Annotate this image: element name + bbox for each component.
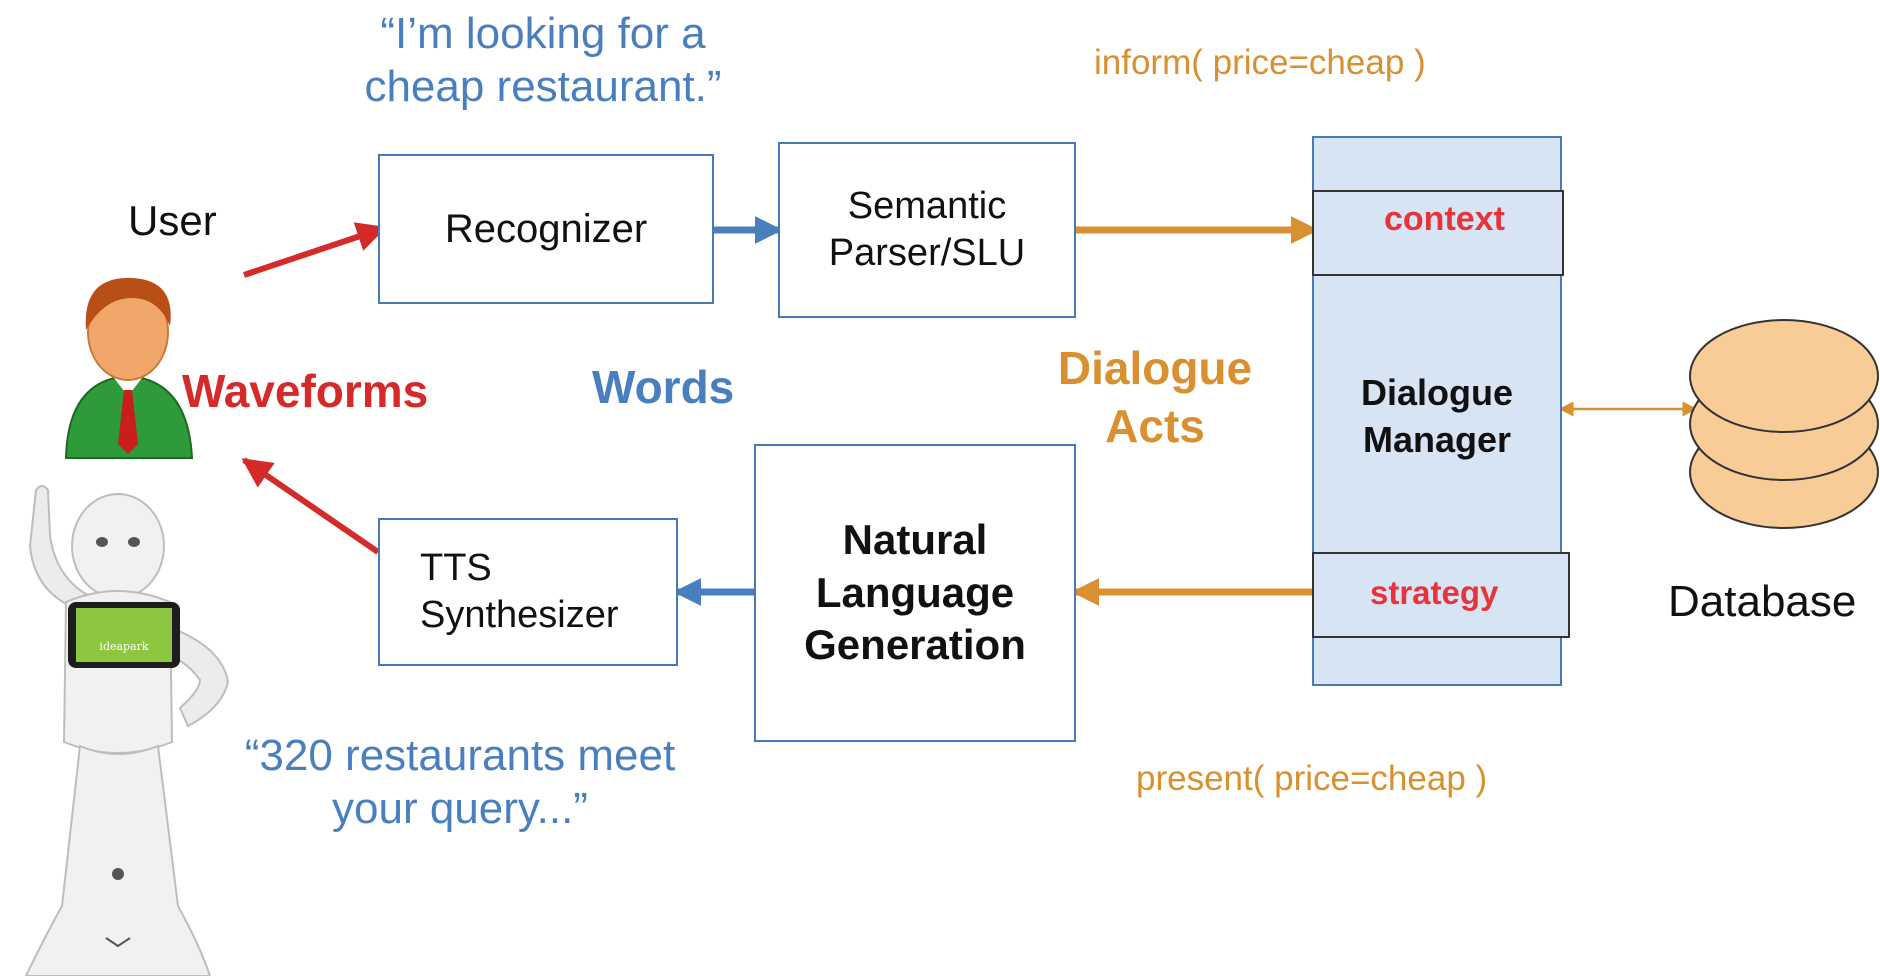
nlg-box: Natural Language Generation: [754, 444, 1076, 742]
context-module: context: [1312, 190, 1564, 276]
user-avatar-icon: [64, 277, 194, 459]
recognizer-label: Recognizer: [444, 207, 648, 251]
database-icon: [1689, 319, 1879, 529]
tts-synthesizer-label: TTS Synthesizer: [420, 546, 619, 637]
user-utterance-quote: “I’m looking for a cheap restaurant.”: [364, 9, 722, 111]
tts-synthesizer-box: TTS Synthesizer: [378, 518, 678, 666]
dialogue-manager-box: context Dialogue Manager strategy: [1312, 136, 1570, 686]
context-label: context: [1384, 200, 1505, 238]
nlg-label: Natural Language Generation: [804, 516, 1026, 669]
words-label: Words: [592, 361, 735, 413]
database-label: Database: [1668, 577, 1857, 626]
inform-act-label: inform( price=cheap ): [1094, 43, 1426, 82]
dialogue-acts-label: Dialogue Acts: [1057, 342, 1253, 452]
arrow-tts-to-user: [241, 457, 380, 555]
robot-icon: ideapark: [24, 485, 230, 976]
dialogue-manager-label: Dialogue Manager: [1360, 372, 1513, 460]
user-label: User: [128, 197, 217, 244]
present-act-label: present( price=cheap ): [1136, 759, 1488, 798]
tablet-logo-text: ideapark: [99, 640, 148, 653]
semantic-parser-box: Semantic Parser/SLU: [778, 142, 1076, 318]
arrow-user-to-recognizer: [243, 222, 387, 278]
semantic-parser-label: Semantic Parser/SLU: [828, 184, 1026, 275]
strategy-label: strategy: [1370, 574, 1499, 611]
recognizer-box: Recognizer: [378, 154, 714, 304]
waveforms-label: Waveforms: [182, 365, 429, 417]
strategy-module: strategy: [1312, 552, 1570, 638]
system-utterance-quote: “320 restaurants meet your query...”: [244, 731, 676, 833]
